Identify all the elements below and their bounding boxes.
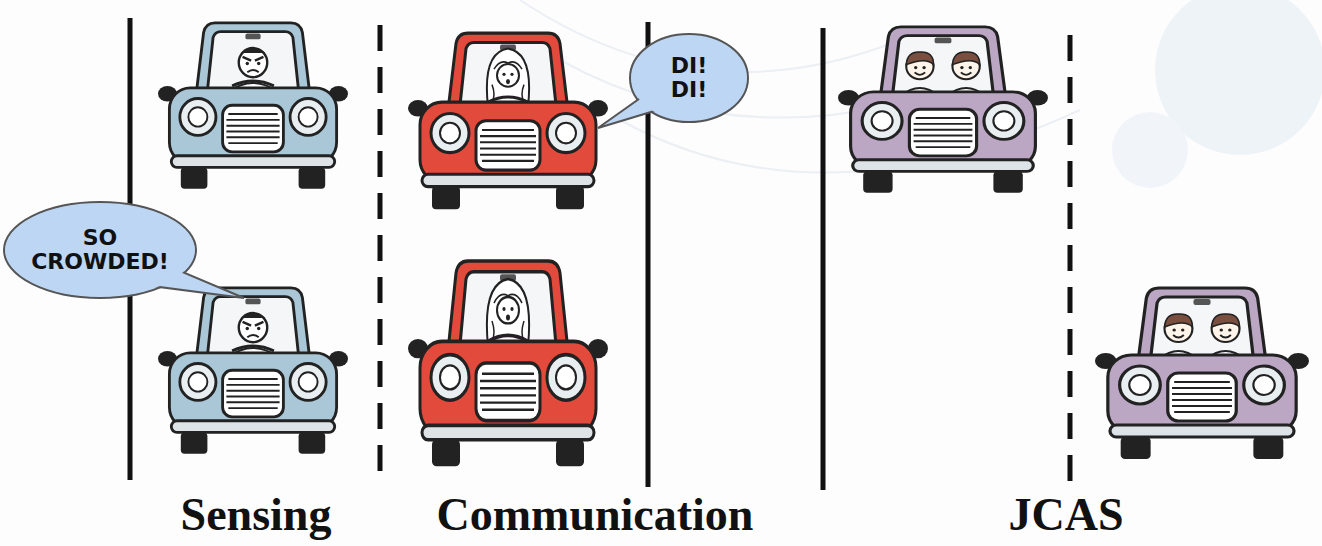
- bubble-text: SO CROWDED!: [2, 200, 198, 300]
- speech-bubble: SO CROWDED!: [2, 200, 198, 300]
- dashed-lane-line: [1068, 35, 1073, 485]
- panel-title: JCAS: [1008, 488, 1123, 541]
- solid-lane-line: [821, 28, 826, 490]
- sensing-car: [158, 288, 348, 454]
- bubble-text: DI! DI!: [628, 32, 750, 124]
- jcas-car: [1095, 288, 1309, 459]
- panel-title: Sensing: [181, 488, 332, 541]
- lane-lines: [130, 18, 1070, 490]
- sensing-car: [158, 23, 348, 189]
- panel-title: Communication: [437, 488, 754, 541]
- communication-car: [408, 261, 608, 466]
- dashed-lane-line: [378, 25, 383, 475]
- speech-bubble: DI! DI!: [628, 32, 750, 124]
- jcas-car: [838, 27, 1048, 193]
- communication-car: [408, 33, 608, 209]
